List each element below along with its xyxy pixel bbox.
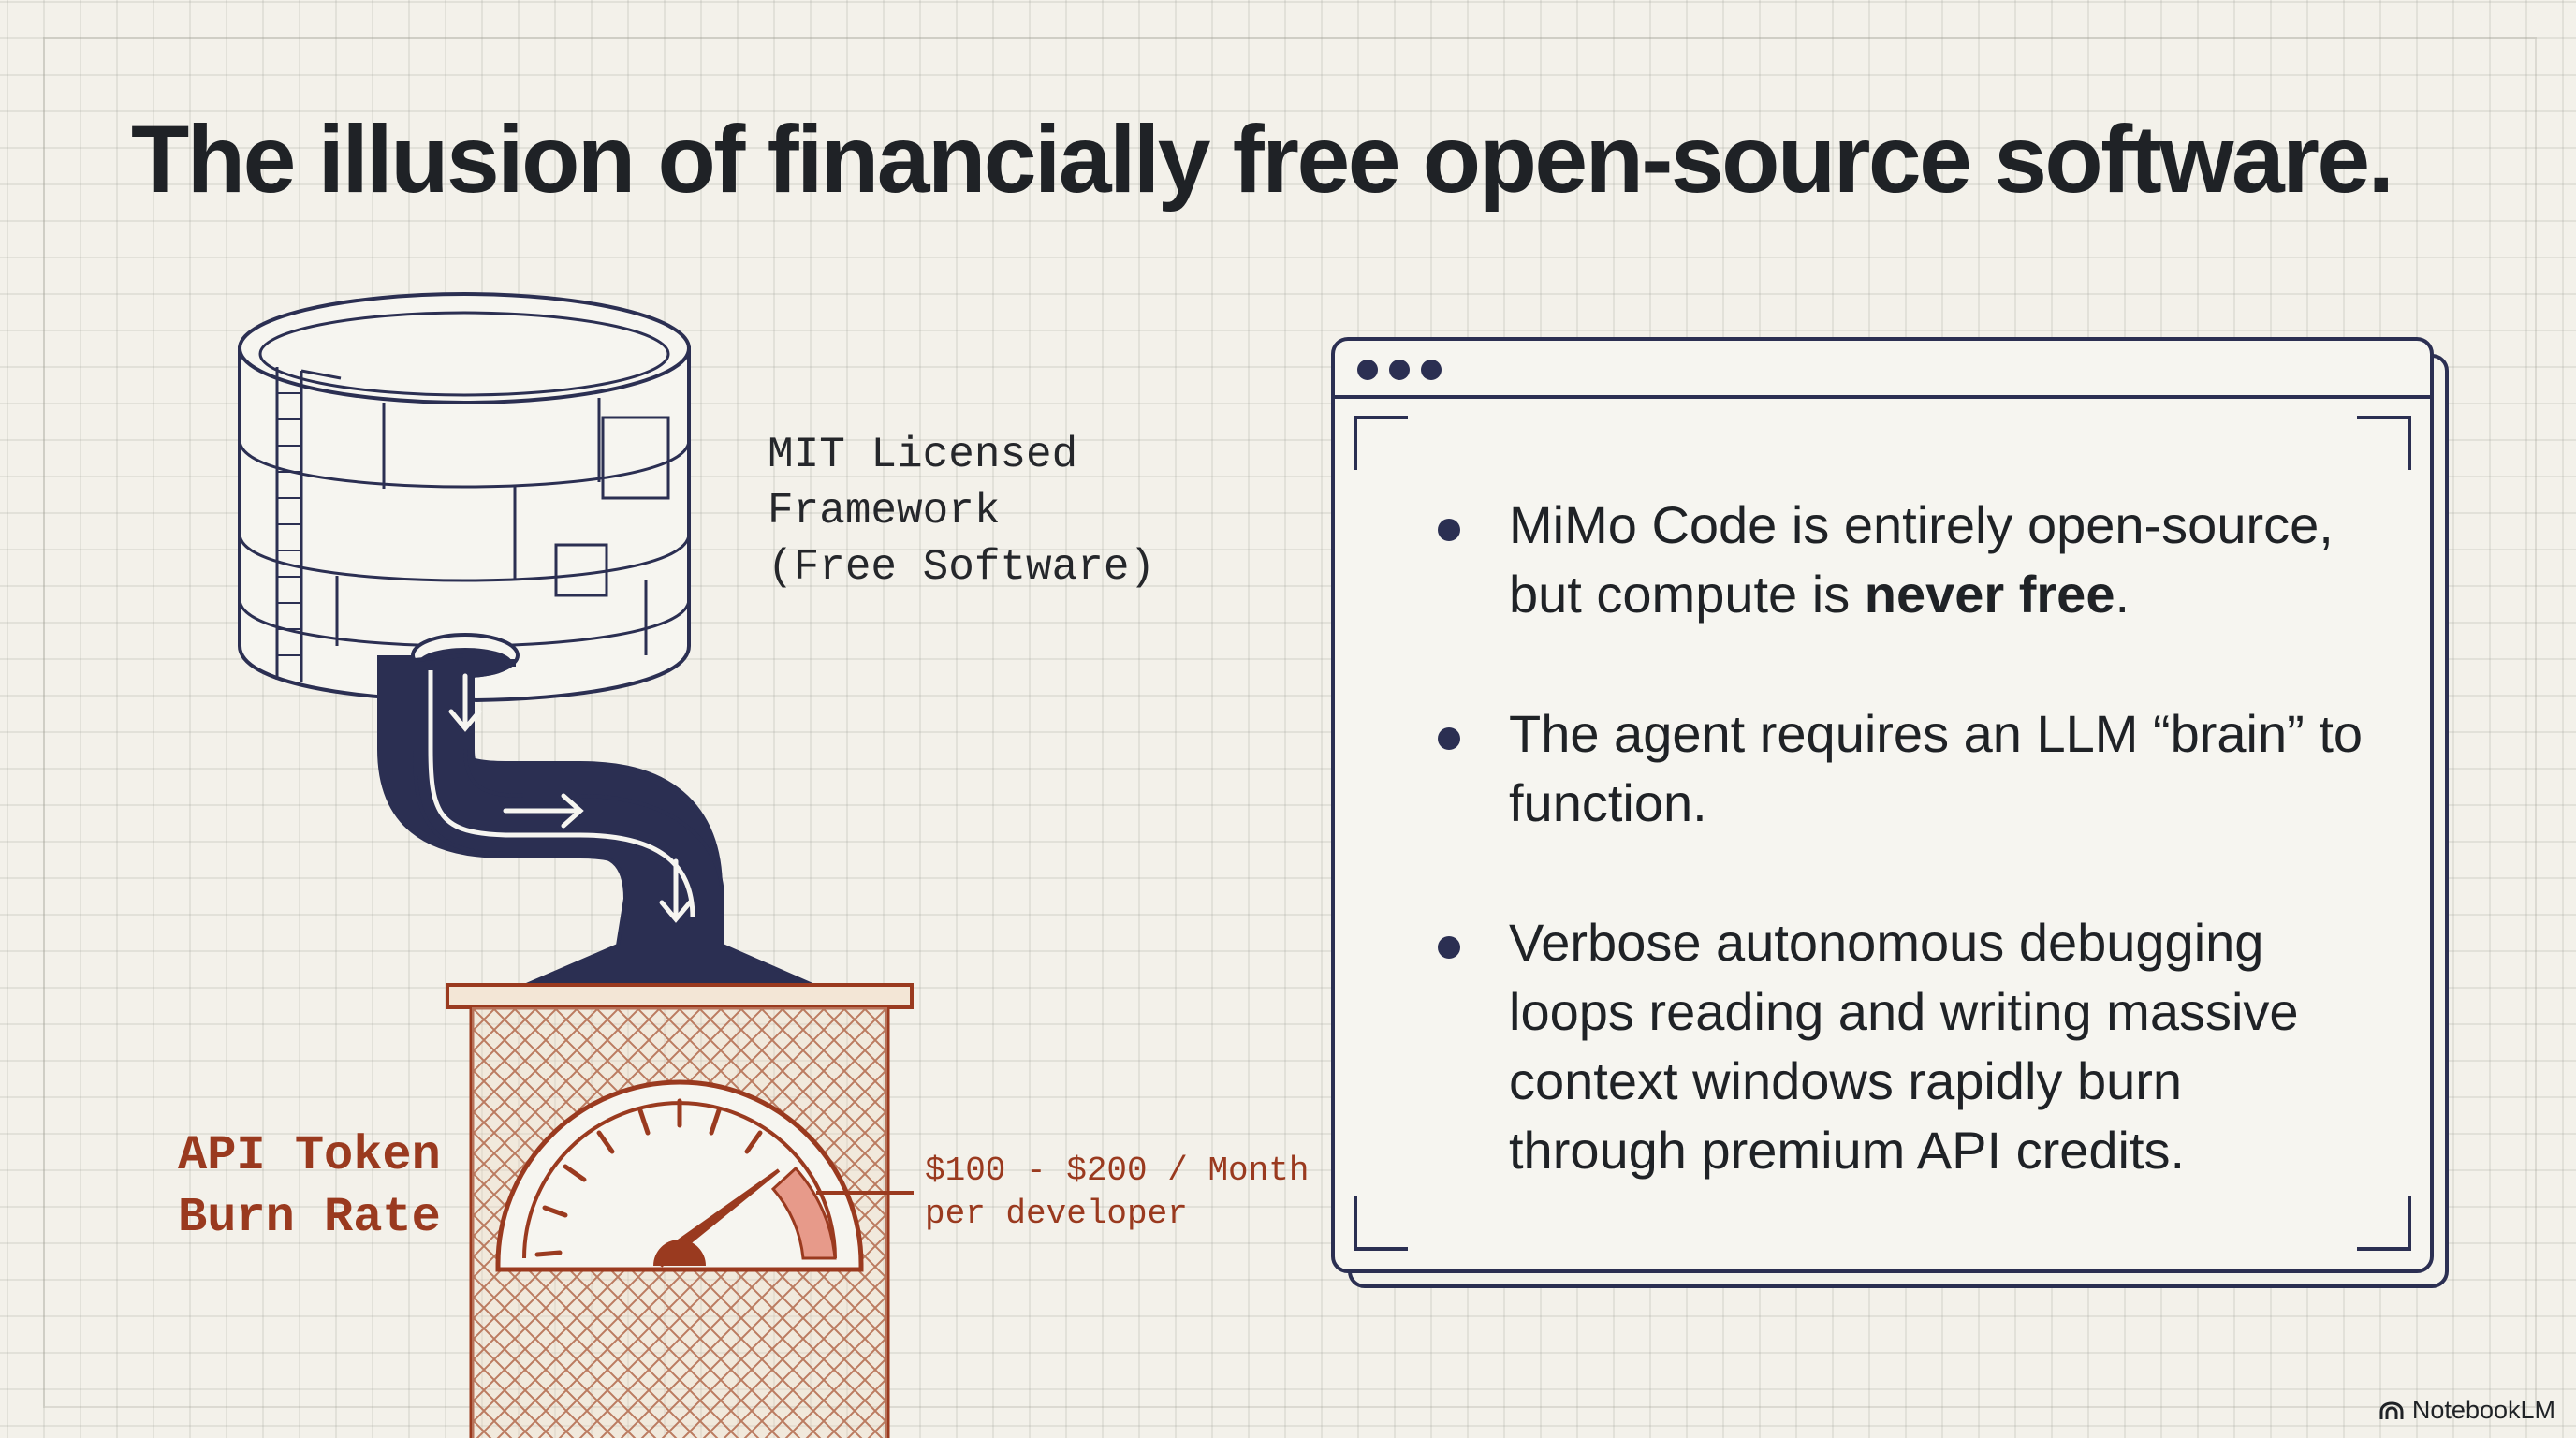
down-arrow-icon — [659, 858, 693, 923]
bullet-text: The agent requires an LLM “brain” to fun… — [1509, 704, 2364, 832]
pipe-flow-line — [428, 670, 695, 918]
bullet-text-end: . — [2115, 565, 2130, 624]
burn-rate-label-line: Burn Rate — [178, 1190, 441, 1245]
bullet-item: MiMo Code is entirely open-source, but c… — [1438, 491, 2374, 629]
cost-label-line: per developer — [925, 1195, 1188, 1233]
bullet-text: MiMo Code is entirely open-source, but c… — [1509, 495, 2334, 624]
right-arrow-icon — [503, 793, 584, 829]
page-title: The illusion of financially free open-so… — [131, 106, 2394, 213]
framework-label-line: Framework — [768, 487, 1001, 536]
brand-badge: NotebookLM — [2378, 1396, 2555, 1425]
cost-label-line: $100 - $200 / Month — [925, 1152, 1310, 1190]
frame-corner — [2357, 1196, 2411, 1251]
bullet-item: Verbose autonomous debugging loops readi… — [1438, 908, 2374, 1185]
window-dots-icon — [1357, 360, 1378, 380]
down-arrow-icon — [448, 673, 482, 732]
window-titlebar — [1335, 341, 2430, 399]
cost-label: $100 - $200 / Month per developer — [925, 1150, 1309, 1236]
gauge-icon — [495, 1079, 914, 1272]
window-dots-icon — [1389, 360, 1410, 380]
bullet-dot-icon — [1438, 519, 1460, 541]
bullet-text: Verbose autonomous debugging loops readi… — [1509, 913, 2299, 1180]
burn-rate-label-line: API Token — [178, 1128, 441, 1183]
bullet-item: The agent requires an LLM “brain” to fun… — [1438, 699, 2374, 838]
storage-tank-icon — [238, 292, 691, 703]
framework-label-line: (Free Software) — [768, 543, 1156, 592]
framework-label-line: MIT Licensed — [768, 431, 1078, 479]
page-frame — [43, 37, 2537, 1408]
notebooklm-logo-icon — [2379, 1401, 2404, 1419]
bullet-emphasis: never free — [1864, 565, 2115, 624]
brand-name: NotebookLM — [2411, 1396, 2555, 1424]
window-dots-icon — [1421, 360, 1442, 380]
frame-corner — [1354, 1196, 1408, 1251]
info-window: MiMo Code is entirely open-source, but c… — [1331, 337, 2434, 1273]
bullet-list: MiMo Code is entirely open-source, but c… — [1438, 491, 2374, 1255]
bullet-dot-icon — [1438, 727, 1460, 750]
pipe-body — [413, 653, 843, 1000]
bullet-dot-icon — [1438, 936, 1460, 959]
frame-corner — [1354, 416, 1408, 470]
frame-corner — [2357, 416, 2411, 470]
